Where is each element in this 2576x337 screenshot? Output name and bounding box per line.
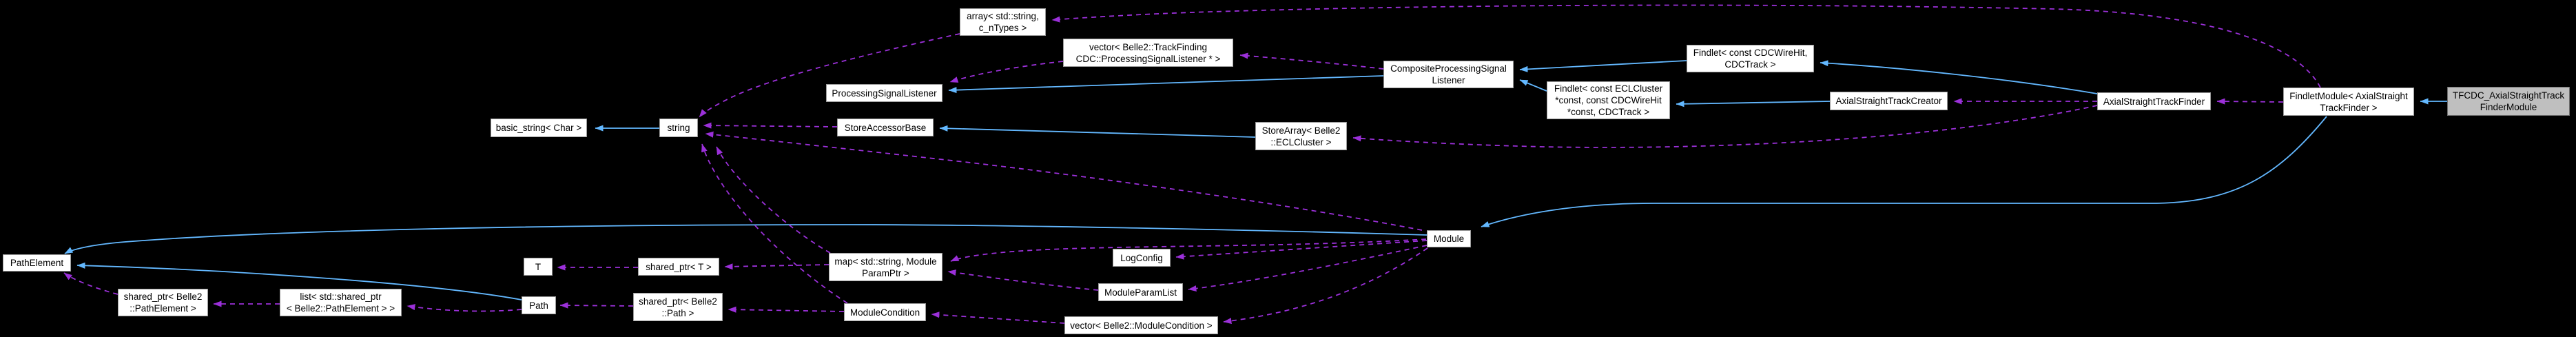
edge-axialstraighttrackfinder-findlet_cdc <box>1820 60 2098 94</box>
node-label-line: CompositeProcessingSignal <box>1390 63 1507 74</box>
edge-moduleparamlist-map_moduleparamptr <box>947 269 1099 291</box>
edge-composite_psl-processingsignallistener <box>948 75 1384 94</box>
node-label-line: TFCDC_AxialStraightTrack <box>2452 90 2565 101</box>
node-string[interactable]: string <box>659 119 698 137</box>
edge-module-map_moduleparamptr <box>950 238 1427 262</box>
node-label-line: StoreArray< Belle2 <box>1261 125 1341 136</box>
node-sptr_t[interactable]: shared_ptr< T > <box>638 258 719 276</box>
edge-path-list_sptr_pathelement <box>406 304 522 312</box>
node-vector_modulecondition[interactable]: vector< Belle2::ModuleCondition > <box>1064 316 1218 334</box>
node-label-line: AxialStraightTrackCreator <box>1835 96 1942 106</box>
edge-modulecondition-sptr_path <box>728 306 845 313</box>
node-label-line: ::Path > <box>661 307 694 318</box>
node-label-line: map< std::string, Module <box>834 256 937 267</box>
node-axialstraighttrackcreator[interactable]: AxialStraightTrackCreator <box>1830 92 1948 110</box>
edge-storeaccessorbase-string <box>703 122 838 129</box>
node-label-line: shared_ptr< Belle2 <box>639 296 717 307</box>
node-label-line: ::ECLCluster > <box>1270 136 1332 147</box>
edge-vector_modulecondition-modulecondition <box>931 312 1065 324</box>
node-label-line: FindletModule< AxialStraight <box>2289 90 2408 101</box>
node-label-line: FinderModule <box>2480 102 2537 112</box>
node-label-line: CDC::ProcessingSignalListener * > <box>1075 53 1221 64</box>
node-label-line: shared_ptr< T > <box>646 261 712 272</box>
node-sptr_path[interactable]: shared_ptr< Belle2::Path > <box>633 293 723 321</box>
node-processingsignallistener[interactable]: ProcessingSignalListener <box>826 84 942 102</box>
node-label-line: ProcessingSignalListener <box>832 88 937 99</box>
node-label-line: < Belle2::PathElement > > <box>286 303 395 314</box>
node-label-line: *const, const CDCWireHit <box>1555 95 1662 105</box>
node-path[interactable]: Path <box>522 296 556 314</box>
node-logconfig[interactable]: LogConfig <box>1113 249 1171 267</box>
node-label-line: *const, CDCTrack > <box>1567 107 1650 117</box>
edge-axialstraighttrackfinder-storearray_eclcluster <box>1352 105 2098 148</box>
edge-module-moduleparamlist <box>1188 245 1428 292</box>
node-label-line: array< std::string, <box>967 11 1039 21</box>
node-label-line: Findlet< const CDCWireHit, <box>1693 48 1808 58</box>
node-axialstraighttrackfinder[interactable]: AxialStraightTrackFinder <box>2097 92 2211 110</box>
edge-module-logconfig <box>1175 240 1428 260</box>
node-moduleparamlist[interactable]: ModuleParamList <box>1098 283 1183 301</box>
edge-composite_psl-vector_psl <box>1239 52 1384 70</box>
edge-modulecondition-string <box>701 143 848 304</box>
node-label-line: T <box>535 261 542 272</box>
edge-sptr_pathelement-pathelement <box>63 272 119 295</box>
node-pathelement[interactable]: PathElement <box>3 254 71 272</box>
node-basic_string[interactable]: basic_string< Char > <box>491 119 587 137</box>
edge-module-vector_modulecondition <box>1223 247 1428 325</box>
edge-vector_psl-processingsignallistener <box>949 61 1064 83</box>
node-label-line: vector< Belle2::TrackFinding <box>1089 41 1207 52</box>
node-label-line: list< std::shared_ptr <box>300 292 382 302</box>
node-label-line: CDCTrack > <box>1724 59 1776 70</box>
node-storeaccessorbase[interactable]: StoreAccessorBase <box>837 119 934 136</box>
node-t[interactable]: T <box>524 258 553 276</box>
edge-map_moduleparamptr-sptr_t <box>724 263 830 270</box>
node-findlet_cdc[interactable]: Findlet< const CDCWireHit,CDCTrack > <box>1687 45 1814 72</box>
edge-module-pathelement <box>64 224 1428 254</box>
edge-path-pathelement <box>76 262 522 300</box>
node-label-line: string <box>667 123 690 133</box>
node-label-line: Listener <box>1432 75 1465 85</box>
node-label-line: vector< Belle2::ModuleCondition > <box>1070 320 1213 331</box>
node-label-line: ::PathElement > <box>130 303 196 314</box>
node-label-line: LogConfig <box>1120 252 1163 263</box>
node-label-line: TrackFinder > <box>2320 102 2378 113</box>
edge-findlet_ecl-composite_psl <box>1519 79 1547 92</box>
edge-findletmodule-module <box>1481 116 2327 227</box>
node-label-line: Module <box>1433 234 1465 244</box>
edge-array_string-string <box>699 33 960 118</box>
node-label-line: AxialStraightTrackFinder <box>2103 96 2205 107</box>
node-modulecondition[interactable]: ModuleCondition <box>844 303 926 321</box>
edge-map_moduleparamptr-string <box>716 146 831 254</box>
node-list_sptr_pathelement[interactable]: list< std::shared_ptr< Belle2::PathEleme… <box>280 289 402 316</box>
edge-axialstraighttrackcreator-findlet_ecl <box>1676 101 1831 108</box>
node-label-line: PathElement <box>10 258 64 268</box>
edge-sptr_path-path <box>559 302 634 309</box>
node-label-line: StoreAccessorBase <box>844 122 927 133</box>
node-array_string[interactable]: array< std::string,c_nTypes > <box>960 8 1046 36</box>
node-label-line: Findlet< const ECLCluster <box>1554 83 1663 94</box>
node-findlet_ecl[interactable]: Findlet< const ECLCluster*const, const C… <box>1547 81 1670 119</box>
node-label-line: ParamPtr > <box>862 267 909 278</box>
node-label-line: Path <box>529 300 548 311</box>
node-sptr_pathelement[interactable]: shared_ptr< Belle2::PathElement > <box>118 289 208 316</box>
node-label-line: basic_string< Char > <box>495 123 582 133</box>
node-label-line: ModuleParamList <box>1104 287 1177 298</box>
edge-findlet_cdc-composite_psl <box>1519 60 1687 72</box>
edge-findletmodule-axialstraighttrackfinder <box>2216 98 2284 105</box>
node-module[interactable]: Module <box>1427 230 1471 247</box>
node-label-line: shared_ptr< Belle2 <box>123 292 203 302</box>
edge-storearray_eclcluster-storeaccessorbase <box>939 125 1256 138</box>
node-storearray_eclcluster[interactable]: StoreArray< Belle2::ECLCluster > <box>1255 122 1347 150</box>
node-label-line: c_nTypes > <box>978 23 1027 33</box>
node-label-line: ModuleCondition <box>849 307 920 318</box>
